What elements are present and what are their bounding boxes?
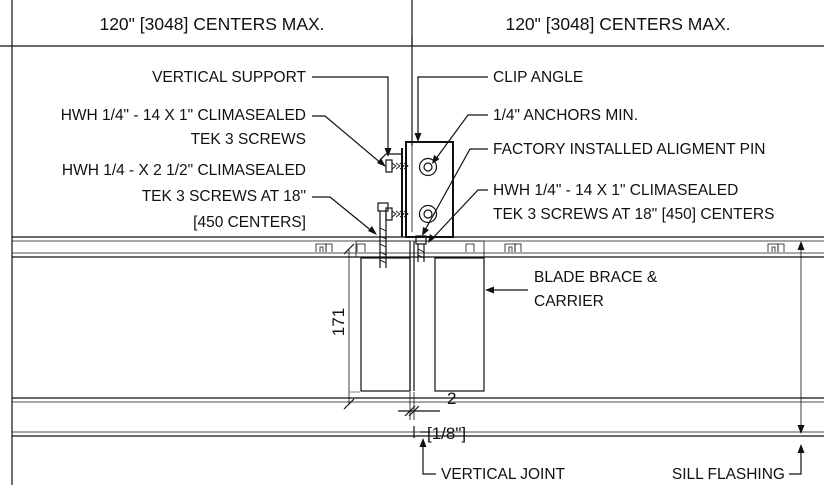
label-screws-3-line2: TEK 3 SCREWS AT 18" [450] CENTERS (493, 206, 774, 223)
dimension-171 (343, 243, 360, 410)
leader-screws-2 (312, 196, 374, 233)
label-screws-2-line1: HWH 1/4 - X 2 1/2" CLIMASEALED (62, 162, 306, 179)
label-alignment-pin: FACTORY INSTALLED ALIGMENT PIN (493, 141, 765, 158)
header-left-centers-max: 120" [3048] CENTERS MAX. (99, 14, 324, 34)
label-vertical-support: VERTICAL SUPPORT (152, 69, 306, 86)
dimension-gap-label: 2 (447, 389, 456, 408)
leader-clip-angle (417, 76, 488, 135)
blade-clip-symbols (315, 243, 785, 252)
label-vertical-joint: VERTICAL JOINT (441, 466, 566, 483)
sill-flashing-extent (797, 241, 805, 434)
leader-anchors (434, 114, 488, 161)
lower-blade-band (12, 397, 824, 437)
blade-brace-carrier-left (355, 240, 411, 392)
blade-brace-carrier-right (415, 240, 485, 392)
leader-vertical-joint (422, 444, 436, 475)
tek-screws (377, 159, 427, 268)
leader-screws-3 (430, 189, 488, 241)
label-blade-brace-line2: CARRIER (534, 293, 604, 310)
vertical-joint-lines (409, 37, 415, 391)
dimension-height-label: 171 (329, 308, 348, 336)
label-screws-2-line2: TEK 3 SCREWS AT 18" (142, 188, 306, 205)
dimension-gap-imperial-label: [1/8"] (427, 424, 466, 443)
label-screws-1-line1: HWH 1/4" - 14 X 1" CLIMASEALED (61, 107, 306, 124)
header-right-centers-max: 120" [3048] CENTERS MAX. (505, 14, 730, 34)
label-clip-angle: CLIP ANGLE (493, 69, 583, 86)
anchor-bolts (418, 157, 438, 224)
label-anchors: 1/4" ANCHORS MIN. (493, 107, 638, 124)
leader-vertical-support (312, 76, 389, 150)
leader-sill-flashing (789, 450, 802, 475)
leader-screws-1 (312, 115, 383, 165)
dimension-gap (398, 392, 440, 438)
label-sill-flashing: SILL FLASHING (672, 466, 785, 483)
label-screws-2-line3: [450 CENTERS] (193, 214, 306, 231)
leader-alignment-pin (423, 148, 488, 233)
vertical-support-member (379, 148, 407, 237)
label-blade-brace-line1: BLADE BRACE & (534, 269, 658, 286)
label-screws-3-line1: HWH 1/4" - 14 X 1" CLIMASEALED (493, 182, 738, 199)
label-screws-1-line2: TEK 3 SCREWS (191, 131, 306, 148)
